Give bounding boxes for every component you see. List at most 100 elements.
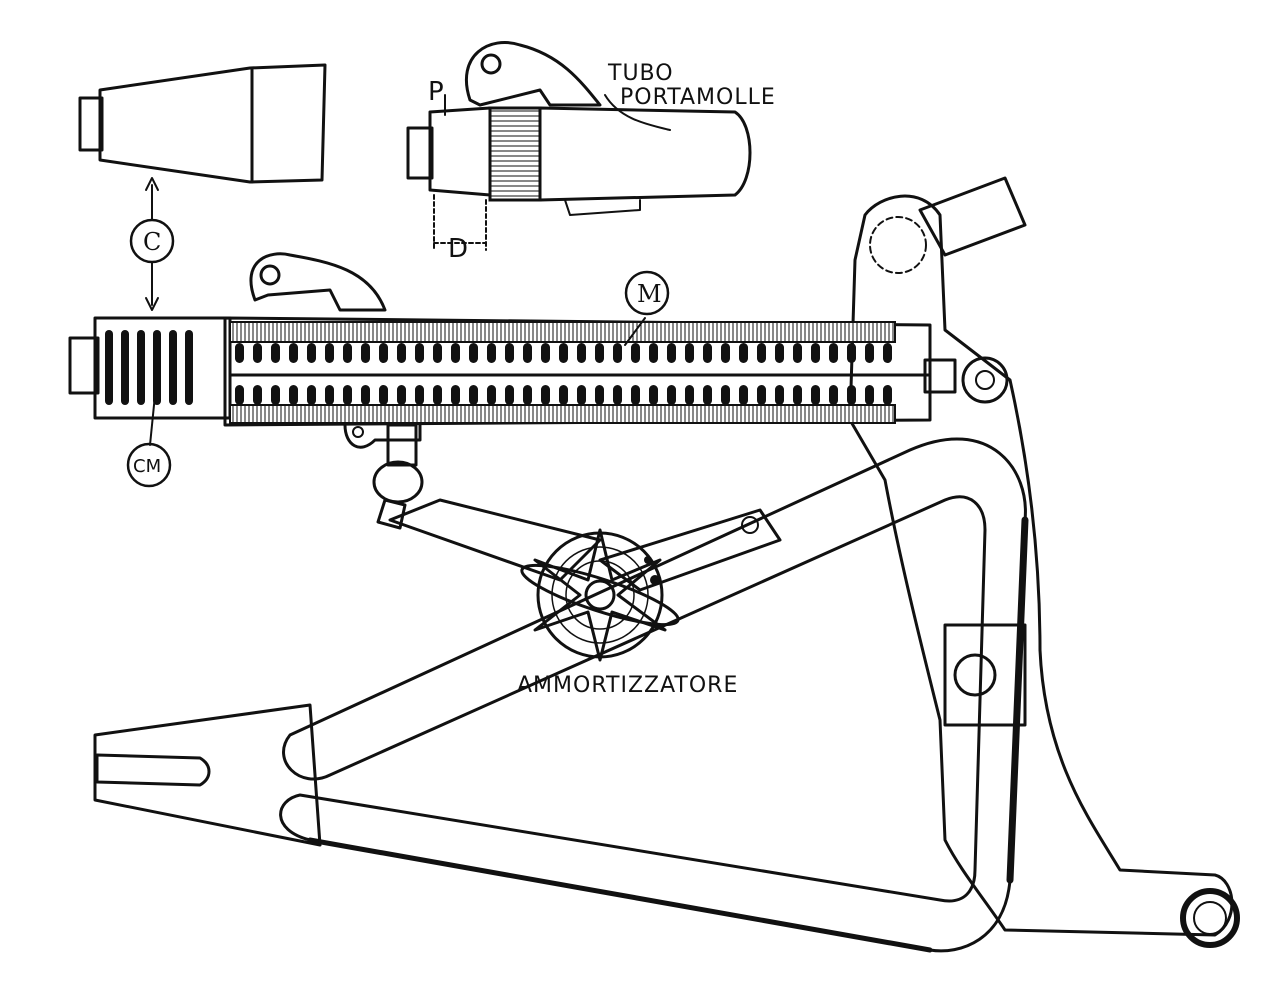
spring-coil bbox=[523, 385, 532, 405]
spring-coil bbox=[775, 385, 784, 405]
label-c: C bbox=[143, 228, 161, 256]
spring-coil bbox=[469, 343, 478, 363]
spring-coil bbox=[253, 343, 262, 363]
spring-coil bbox=[343, 343, 352, 363]
spring-coil bbox=[703, 343, 712, 363]
spring-coil bbox=[379, 385, 388, 405]
frame-plate bbox=[848, 176, 1240, 948]
label-m-circle bbox=[624, 270, 670, 316]
spring-coil bbox=[685, 343, 694, 363]
spring-coil bbox=[631, 343, 640, 363]
spring-coil bbox=[185, 330, 193, 405]
spring-coil bbox=[289, 385, 298, 405]
spring-coil bbox=[235, 343, 244, 363]
spring-coil bbox=[325, 343, 334, 363]
spring-coil bbox=[433, 385, 442, 405]
spring-coil bbox=[721, 343, 730, 363]
spring-coil bbox=[847, 343, 856, 363]
spring-coil bbox=[829, 385, 838, 405]
spring-coil bbox=[559, 343, 568, 363]
ball-joint bbox=[343, 411, 424, 530]
spring-coil bbox=[757, 385, 766, 405]
spring-coil bbox=[121, 330, 129, 405]
spring-coil bbox=[451, 343, 460, 363]
spring-coil bbox=[379, 343, 388, 363]
spring-coil bbox=[865, 385, 874, 405]
spring-coil bbox=[487, 343, 496, 363]
main-spring-upper bbox=[235, 343, 892, 363]
spring-coil bbox=[577, 385, 586, 405]
label-ammortizzatore: AMMORTIZZATORE bbox=[517, 673, 738, 698]
spring-coil bbox=[757, 343, 766, 363]
swing-arm bbox=[93, 437, 1029, 953]
spring-coil bbox=[649, 343, 658, 363]
spring-coil bbox=[137, 330, 145, 405]
spring-coil bbox=[865, 343, 874, 363]
main-spring-lower bbox=[235, 385, 892, 405]
spring-coil bbox=[325, 385, 334, 405]
spring-coil bbox=[793, 385, 802, 405]
spring-coil bbox=[739, 343, 748, 363]
small-spring-cm bbox=[105, 330, 193, 405]
spring-coil bbox=[469, 385, 478, 405]
spring-coil bbox=[577, 343, 586, 363]
spring-coil bbox=[811, 385, 820, 405]
spring-coil bbox=[289, 343, 298, 363]
spring-coil bbox=[451, 385, 460, 405]
label-d: D bbox=[448, 234, 468, 264]
spring-coil bbox=[739, 385, 748, 405]
friction-damper bbox=[388, 498, 782, 662]
spring-coil bbox=[685, 385, 694, 405]
spring-coil bbox=[361, 343, 370, 363]
spring-coil bbox=[523, 343, 532, 363]
spring-coil bbox=[397, 343, 406, 363]
spring-coil bbox=[649, 385, 658, 405]
spring-coil bbox=[703, 385, 712, 405]
spring-coil bbox=[253, 385, 262, 405]
spring-coil bbox=[613, 343, 622, 363]
spring-coil bbox=[793, 343, 802, 363]
label-tubo: TUBO bbox=[607, 61, 674, 86]
spring-coil bbox=[271, 385, 280, 405]
spring-coil bbox=[105, 330, 113, 405]
spring-coil bbox=[415, 385, 424, 405]
spring-coil bbox=[667, 385, 676, 405]
label-cm-circle bbox=[126, 442, 172, 488]
spring-coil bbox=[153, 330, 161, 405]
spring-coil bbox=[169, 330, 177, 405]
spring-coil bbox=[883, 385, 892, 405]
detail-cap-c bbox=[78, 63, 327, 184]
label-p: P bbox=[428, 77, 444, 107]
spring-coil bbox=[829, 343, 838, 363]
label-cm: CM bbox=[133, 456, 161, 477]
label-c-circle bbox=[129, 218, 175, 264]
detail-tubo-portamolle bbox=[406, 40, 752, 251]
spring-coil bbox=[307, 343, 316, 363]
spring-coil bbox=[613, 385, 622, 405]
label-portamolle: PORTAMOLLE bbox=[620, 85, 776, 110]
spring-coil bbox=[307, 385, 316, 405]
spring-coil bbox=[361, 385, 370, 405]
spring-tube-assembly bbox=[68, 252, 1009, 427]
spring-coil bbox=[235, 385, 244, 405]
spring-coil bbox=[721, 385, 730, 405]
spring-coil bbox=[505, 385, 514, 405]
spring-coil bbox=[811, 343, 820, 363]
spring-coil bbox=[667, 343, 676, 363]
spring-coil bbox=[595, 385, 604, 405]
spring-coil bbox=[847, 385, 856, 405]
spring-coil bbox=[343, 385, 352, 405]
spring-coil bbox=[271, 343, 280, 363]
label-m: M bbox=[637, 280, 662, 308]
spring-coil bbox=[595, 343, 604, 363]
spring-coil bbox=[775, 343, 784, 363]
spring-coil bbox=[541, 385, 550, 405]
spring-coil bbox=[541, 343, 550, 363]
spring-coil bbox=[631, 385, 640, 405]
spring-coil bbox=[433, 343, 442, 363]
spring-coil bbox=[397, 385, 406, 405]
spring-coil bbox=[559, 385, 568, 405]
leader-lines bbox=[145, 94, 671, 446]
